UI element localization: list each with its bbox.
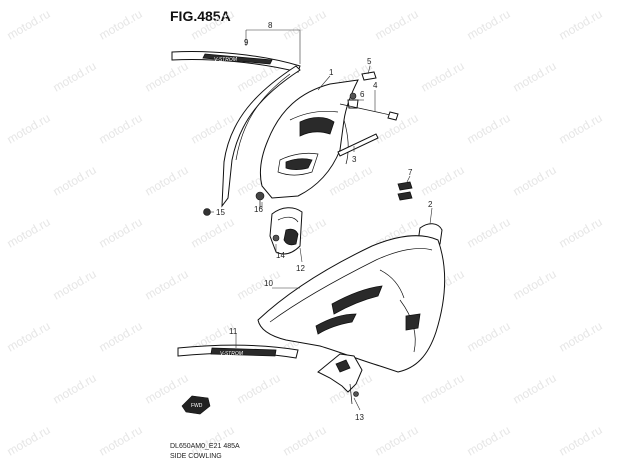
watermark-text: motod.ru xyxy=(511,163,559,199)
watermark-text: motod.ru xyxy=(557,319,605,355)
watermark-text: motod.ru xyxy=(5,423,53,459)
callout-1: 1 xyxy=(329,68,334,77)
watermark-text: motod.ru xyxy=(557,423,605,459)
watermark-text: motod.ru xyxy=(143,59,191,95)
forward-arrow: FWD xyxy=(181,395,211,415)
watermark-text: motod.ru xyxy=(235,267,283,303)
watermark-text: motod.ru xyxy=(51,267,99,303)
callout-15: 15 xyxy=(216,208,225,217)
screw-16 xyxy=(255,191,265,208)
callout-5: 5 xyxy=(367,57,372,66)
watermark-text: motod.ru xyxy=(97,111,145,147)
forward-arrow-label: FWD xyxy=(191,403,203,409)
callout-9: 9 xyxy=(244,38,249,47)
watermark-text: motod.ru xyxy=(281,423,329,459)
watermark-text: motod.ru xyxy=(557,111,605,147)
watermark-text: motod.ru xyxy=(281,7,329,43)
figure-title: FIG.485A xyxy=(170,8,231,24)
lower-decal-strip: V-STROM xyxy=(177,344,299,359)
lower-side-cowling xyxy=(257,223,445,373)
watermark-text: motod.ru xyxy=(465,423,513,459)
edge-strip xyxy=(203,65,301,216)
watermark-text: motod.ru xyxy=(97,215,145,251)
watermark-text: motod.ru xyxy=(97,319,145,355)
watermark-text: motod.ru xyxy=(557,215,605,251)
stay-bracket-13 xyxy=(317,353,363,405)
upper-side-cowling xyxy=(259,79,359,199)
leader-lines xyxy=(208,29,433,411)
callout-4: 4 xyxy=(373,81,378,90)
watermark-text: motod.ru xyxy=(143,163,191,199)
watermark-text: motod.ru xyxy=(5,7,53,43)
watermark-text: motod.ru xyxy=(5,111,53,147)
callout-7: 7 xyxy=(408,168,413,177)
small-fasteners xyxy=(337,71,399,157)
upper-decal-strip: V-STROM xyxy=(171,51,301,73)
watermark-text: motod.ru xyxy=(327,163,375,199)
watermark-text: motod.ru xyxy=(465,319,513,355)
watermark-layer: motod.ru motod.ru motod.ru motod.ru motod.ru… xyxy=(5,7,605,459)
watermark-text: motod.ru xyxy=(419,163,467,199)
callout-13: 13 xyxy=(355,413,364,422)
callout-11: 11 xyxy=(229,327,238,336)
watermark-text: motod.ru xyxy=(51,59,99,95)
callout-12: 12 xyxy=(296,264,305,273)
watermark-text: motod.ru xyxy=(51,371,99,407)
watermark-text: motod.ru xyxy=(5,319,53,355)
callout-8: 8 xyxy=(268,21,273,30)
callout-10: 10 xyxy=(264,279,273,288)
watermark-text: motod.ru xyxy=(97,7,145,43)
watermark-text: motod.ru xyxy=(189,7,237,43)
callout-6: 6 xyxy=(360,90,365,99)
watermark-text: motod.ru xyxy=(465,7,513,43)
watermark-text: motod.ru xyxy=(419,59,467,95)
model-code: DL650AM0_E21 485A xyxy=(170,443,240,450)
callout-labels: 8 9 1 5 4 6 3 7 2 15 16 14 12 10 11 13 xyxy=(216,21,433,422)
upper-decal-text: V-STROM xyxy=(214,57,238,63)
watermark-text: motod.ru xyxy=(189,215,237,251)
callout-3: 3 xyxy=(352,155,357,164)
watermark-text: motod.ru xyxy=(511,59,559,95)
watermark-text: motod.ru xyxy=(373,423,421,459)
watermark-text: motod.ru xyxy=(143,371,191,407)
watermark-text: motod.ru xyxy=(235,371,283,407)
callout-16: 16 xyxy=(254,205,263,214)
callout-2: 2 xyxy=(428,200,433,209)
watermark-text: motod.ru xyxy=(557,7,605,43)
clip-set-7 xyxy=(397,181,413,201)
watermark-text: motod.ru xyxy=(465,111,513,147)
watermark-text: motod.ru xyxy=(51,163,99,199)
section-name: SIDE COWLING xyxy=(170,453,222,460)
watermark-text: motod.ru xyxy=(511,371,559,407)
watermark-text: motod.ru xyxy=(143,267,191,303)
lower-decal-text: V-STROM xyxy=(220,351,244,357)
watermark-text: motod.ru xyxy=(97,423,145,459)
watermark-text: motod.ru xyxy=(419,371,467,407)
watermark-text: motod.ru xyxy=(5,215,53,251)
watermark-text: motod.ru xyxy=(511,267,559,303)
watermark-text: motod.ru xyxy=(465,215,513,251)
callout-14: 14 xyxy=(276,251,285,260)
watermark-text: motod.ru xyxy=(373,7,421,43)
inner-bracket xyxy=(269,207,303,255)
